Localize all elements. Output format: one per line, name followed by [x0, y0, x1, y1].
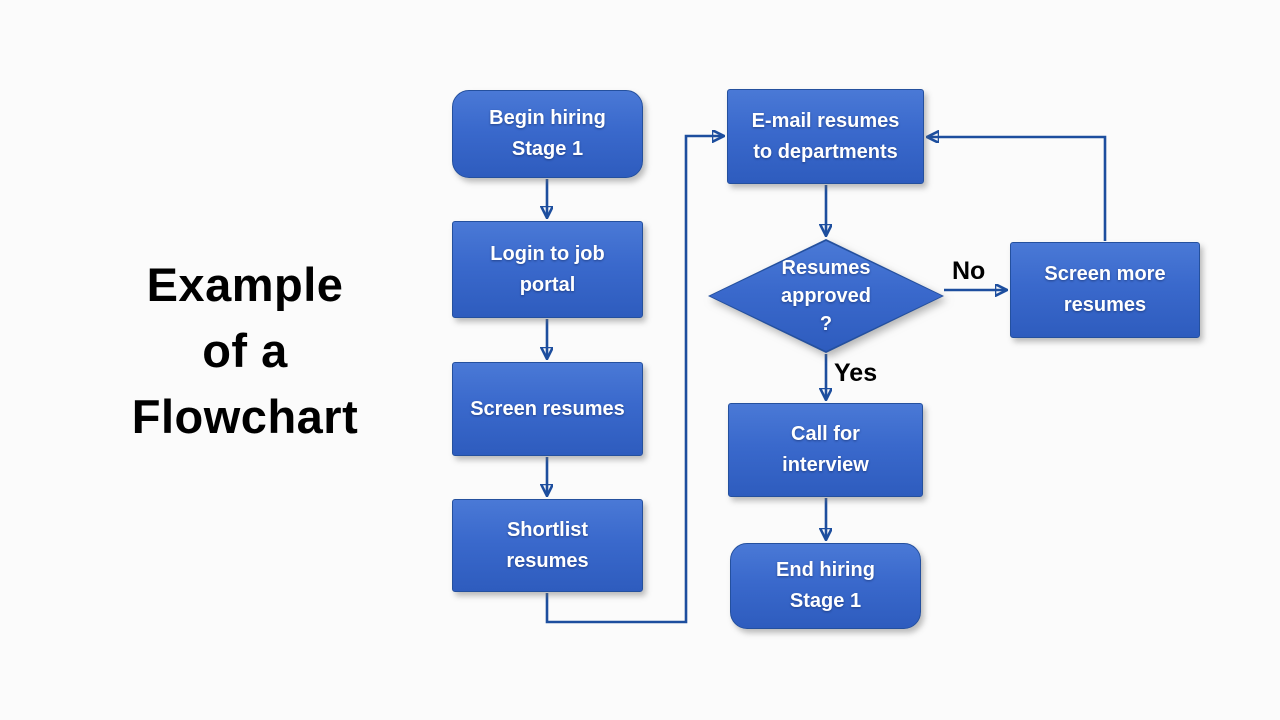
node-login-label-line-1: Login to job [490, 242, 605, 265]
node-shortlist-resumes: Shortlist resumes [452, 499, 643, 592]
node-end-hiring-label-line-1: End hiring [776, 559, 875, 581]
node-call-for-interview: Call for interview [728, 403, 923, 497]
node-screen-more-resumes: Screen more resumes [1010, 242, 1200, 338]
decision-label-line-2: approved [780, 285, 872, 307]
node-screen-resumes-label: Screen resumes [470, 397, 625, 420]
node-email-label-line-2: to departments [753, 140, 898, 163]
node-email-label-line-1: E-mail resumes [751, 109, 900, 132]
node-login-label-line-2: portal [519, 273, 576, 296]
node-begin-hiring-label-line-2: Stage 1 [511, 138, 584, 160]
page-title-line-1: Example [146, 258, 344, 311]
node-email-resumes: E-mail resumes to departments [727, 89, 924, 184]
node-screen-more-label-line-1: Screen more [1044, 263, 1166, 285]
decision-label-line-1: Resumes [781, 257, 871, 279]
page-title-line-2: of a [202, 324, 288, 377]
node-call-label-line-2: interview [782, 454, 869, 476]
node-call-label-line-1: Call for [791, 423, 860, 445]
node-end-hiring: End hiring Stage 1 [730, 543, 921, 629]
node-resumes-approved-decision: Resumes approved ? [708, 239, 944, 353]
node-end-hiring-label-line-2: Stage 1 [789, 590, 862, 612]
page-title-line-3: Flowchart [131, 390, 359, 443]
node-shortlist-label-line-1: Shortlist [506, 518, 589, 541]
node-screen-more-label-line-2: resumes [1063, 294, 1147, 316]
node-begin-hiring-label-line-1: Begin hiring [489, 107, 606, 129]
node-login-job-portal: Login to job portal [452, 221, 643, 318]
node-screen-resumes: Screen resumes [452, 362, 643, 456]
node-begin-hiring: Begin hiring Stage 1 [452, 90, 643, 178]
node-shortlist-label-line-2: resumes [506, 549, 589, 572]
decision-diamond: Resumes approved ? [710, 241, 942, 351]
edge-screen-more-to-email [929, 137, 1107, 241]
edge-label-no: No [952, 257, 986, 285]
edge-label-yes: Yes [834, 359, 878, 387]
page-title: Example of a Flowchart [60, 252, 430, 450]
decision-label-line-3: ? [819, 313, 833, 335]
